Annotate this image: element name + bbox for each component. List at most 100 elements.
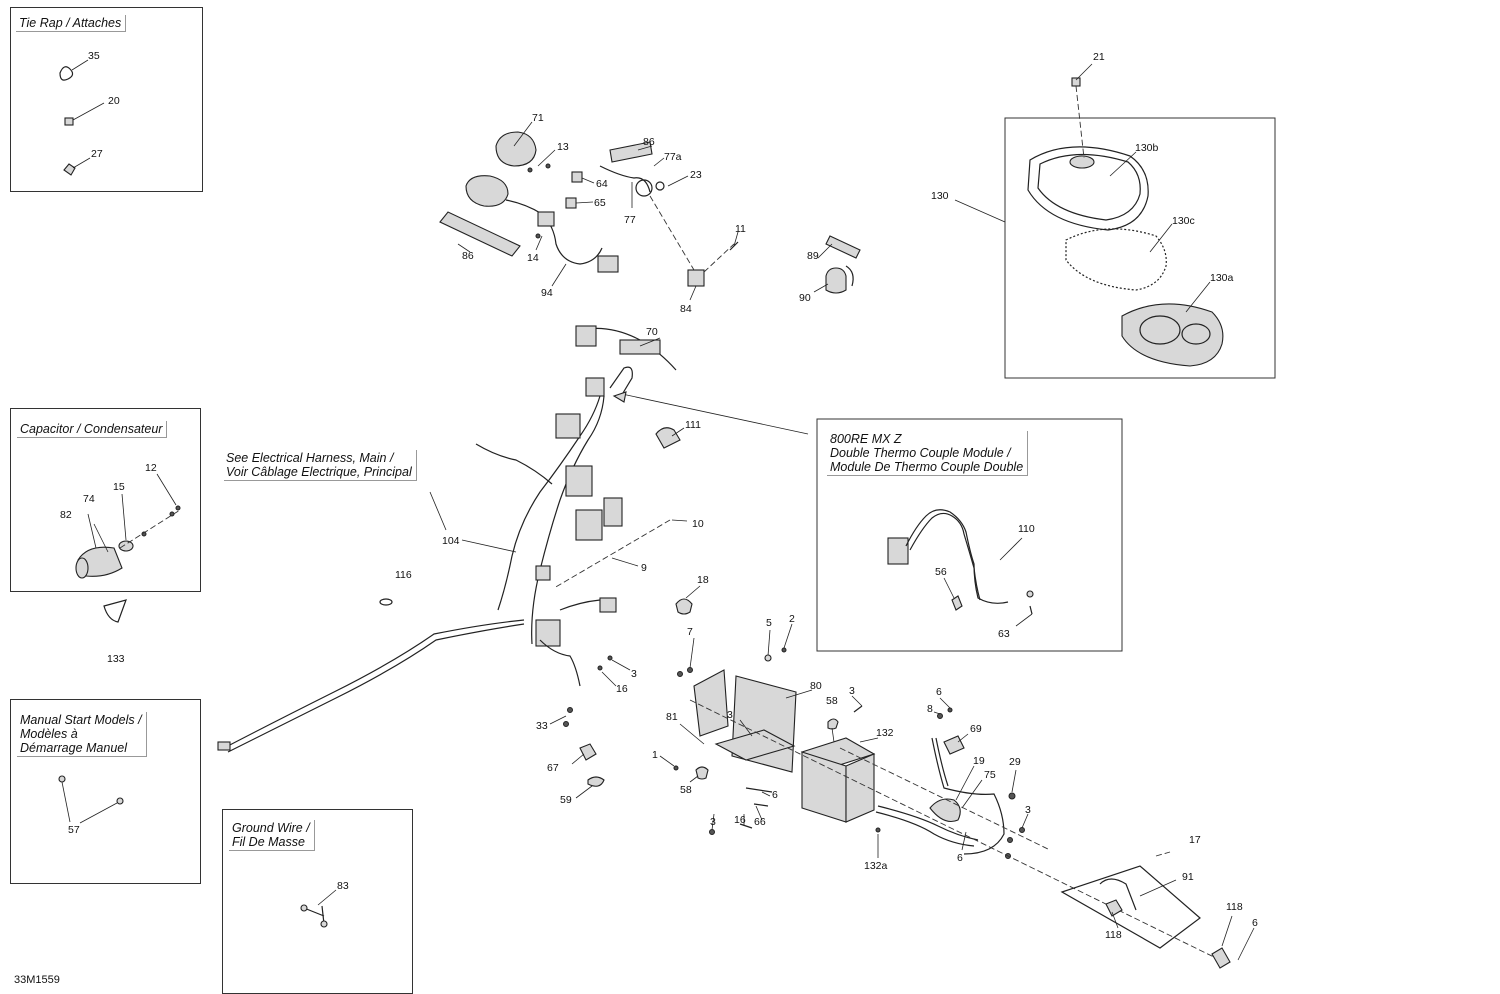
callout-23: 23	[690, 169, 702, 181]
callout-82: 82	[60, 509, 72, 521]
manual-start-parts	[58, 775, 124, 824]
dashed-axis	[689, 699, 1255, 969]
harness-note-line-1: See Electrical Harness, Main /	[226, 451, 394, 465]
callout-8: 8	[927, 703, 933, 715]
manual-start-title: Manual Start Models / Modèles à Démarrag…	[17, 712, 147, 757]
callout-81: 81	[666, 711, 678, 723]
drawing-reference-code: 33M1559	[14, 974, 60, 986]
callout-86-top: 86	[643, 136, 655, 148]
callout-132: 132	[876, 727, 894, 739]
callout-67: 67	[547, 762, 559, 774]
callout-13: 13	[557, 141, 569, 153]
callout-3-d: 3	[710, 816, 716, 828]
callout-64: 64	[596, 178, 608, 190]
callout-130c: 130c	[1172, 215, 1195, 227]
harness-reference-note: See Electrical Harness, Main / Voir Câbl…	[224, 450, 417, 481]
callout-110: 110	[1018, 523, 1035, 535]
callout-71: 71	[532, 112, 544, 124]
callout-94: 94	[541, 287, 553, 299]
harness-note-line-2: Voir Câblage Electrique, Principal	[226, 465, 412, 479]
callout-17: 17	[1189, 834, 1201, 846]
callout-133: 133	[107, 653, 125, 665]
callout-20: 20	[108, 95, 120, 107]
callout-3-e: 3	[1025, 804, 1031, 816]
callout-5: 5	[766, 617, 772, 629]
callout-27: 27	[91, 148, 103, 160]
capacitor-box: Capacitor / Condensateur	[10, 408, 201, 592]
callout-70: 70	[646, 326, 658, 338]
callout-14: 14	[527, 252, 539, 264]
callout-69: 69	[970, 723, 982, 735]
callout-118-a: 118	[1105, 929, 1122, 941]
callout-89: 89	[807, 250, 819, 262]
ground-wire-title: Ground Wire / Fil De Masse	[229, 820, 315, 851]
tie-rap-parts	[59, 59, 105, 176]
callout-104: 104	[442, 535, 460, 547]
capacitor-parts	[75, 473, 181, 623]
callout-11: 11	[735, 223, 746, 235]
callout-6-c: 6	[957, 852, 963, 864]
main-harness	[217, 325, 809, 753]
ground-wire-line-1: Ground Wire /	[232, 821, 310, 835]
callout-65: 65	[594, 197, 606, 209]
manual-start-box: Manual Start Models / Modèles à Démarrag…	[10, 699, 201, 884]
callout-58-b: 58	[680, 784, 692, 796]
callout-83: 83	[337, 880, 349, 892]
ground-wire-part	[300, 889, 337, 928]
callout-35: 35	[88, 50, 100, 62]
tie-rap-title: Tie Rap / Attaches	[16, 15, 127, 32]
callout-130: 130	[931, 190, 949, 202]
callout-132a: 132a	[864, 860, 888, 872]
thermo-line-3: Module De Thermo Couple Double	[830, 460, 1024, 474]
callout-3-b: 3	[849, 685, 855, 697]
callout-116: 116	[395, 569, 412, 581]
callout-75: 75	[984, 769, 996, 781]
callout-59: 59	[560, 794, 572, 806]
tie-rap-box: Tie Rap / Attaches	[10, 7, 203, 192]
callout-1: 1	[652, 749, 658, 761]
callout-91: 91	[1182, 871, 1194, 883]
callout-15: 15	[113, 481, 125, 493]
ground-wire-line-2: Fil De Masse	[232, 835, 305, 849]
battery-bracket-group	[549, 623, 881, 858]
callout-16-a: 16	[616, 683, 628, 695]
callout-74: 74	[83, 493, 95, 505]
capacitor-title: Capacitor / Condensateur	[17, 421, 168, 438]
callout-77a: 77a	[664, 151, 682, 163]
thermo-couple-module	[816, 418, 1123, 652]
callout-3-a: 3	[631, 668, 637, 680]
callout-90: 90	[799, 292, 811, 304]
manual-start-line-3: Démarrage Manuel	[20, 741, 127, 755]
callout-16-b: 16	[734, 814, 746, 826]
callout-3-c: 3	[727, 709, 733, 721]
callout-21: 21	[1093, 51, 1105, 63]
callout-6-d: 6	[1252, 917, 1258, 929]
callout-57: 57	[68, 824, 80, 836]
callout-labels: 35 20 27 12 74 15 82 133 57 83 71 13 86 …	[60, 50, 1258, 941]
callout-86-left: 86	[462, 250, 474, 262]
thermo-line-1: 800RE MX Z	[830, 432, 902, 446]
callout-66: 66	[754, 816, 766, 828]
callout-63: 63	[998, 628, 1010, 640]
callout-118-b: 118	[1226, 901, 1243, 913]
ground-wire-box: Ground Wire / Fil De Masse	[222, 809, 413, 994]
gauge-assembly	[954, 63, 1276, 379]
callout-84: 84	[680, 303, 692, 315]
callout-18: 18	[697, 574, 709, 586]
callout-12: 12	[145, 462, 157, 474]
callout-111: 111	[685, 419, 701, 431]
solenoid-cable-group	[875, 697, 1029, 859]
callout-58-a: 58	[826, 695, 838, 707]
callout-130b: 130b	[1135, 142, 1159, 154]
manual-start-line-1: Manual Start Models /	[20, 713, 142, 727]
callout-80: 80	[810, 680, 822, 692]
manual-start-line-2: Modèles à	[20, 727, 78, 741]
callout-33: 33	[536, 720, 548, 732]
handlebar-switch-cluster	[439, 121, 861, 301]
thermo-line-2: Double Thermo Couple Module /	[830, 446, 1011, 460]
callout-77: 77	[624, 214, 636, 226]
callout-56: 56	[935, 566, 947, 578]
callout-2: 2	[789, 613, 795, 625]
thermo-title: 800RE MX Z Double Thermo Couple Module /…	[827, 431, 1029, 476]
